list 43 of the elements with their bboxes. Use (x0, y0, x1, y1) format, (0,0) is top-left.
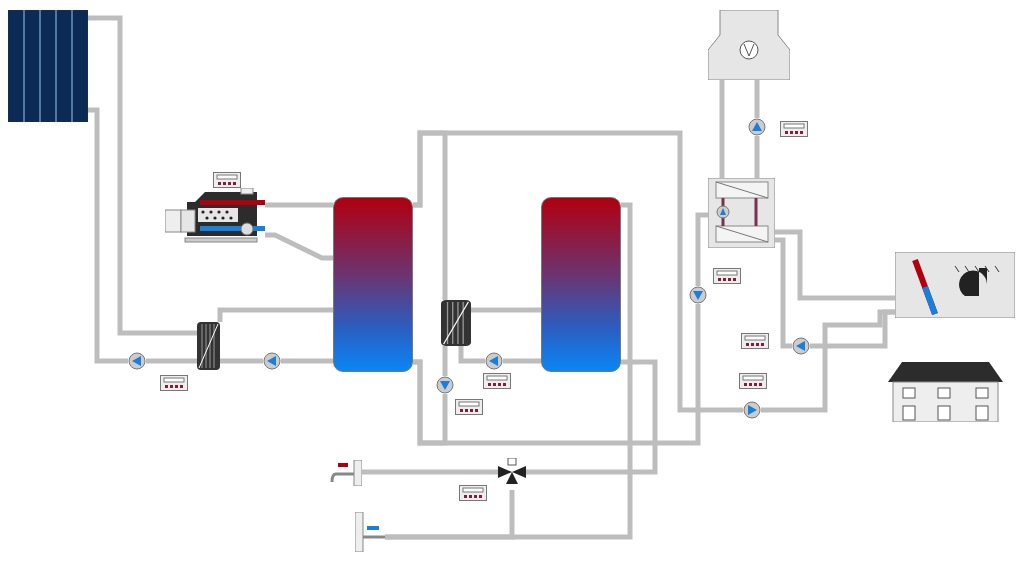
outdoor-unit (708, 10, 790, 80)
solar-collector (8, 10, 88, 122)
pump (792, 337, 810, 355)
pipe (413, 304, 701, 446)
pipe (281, 358, 333, 364)
pipe (775, 229, 895, 301)
pipe (265, 232, 333, 261)
pump (743, 401, 761, 419)
pipe (695, 212, 708, 286)
hot-water-tap (328, 460, 362, 486)
pipe (719, 80, 725, 178)
pump (263, 352, 281, 370)
pipe (88, 107, 128, 364)
pipe (754, 136, 760, 178)
pipe (754, 80, 760, 118)
storage-tank (541, 197, 621, 372)
pipe (526, 359, 658, 475)
pump (689, 286, 707, 304)
pipe (146, 358, 197, 364)
ventilation-unit (895, 252, 1015, 318)
heat-exchanger (197, 322, 220, 370)
pipe (471, 307, 541, 313)
boiler (165, 188, 265, 244)
pump (748, 118, 766, 136)
pump (485, 352, 503, 370)
pipe (362, 469, 498, 475)
pipe (385, 202, 633, 540)
pump (436, 376, 454, 394)
pipe (503, 358, 541, 364)
pipe (217, 307, 333, 322)
cold-water-tap (355, 512, 385, 552)
pipe (88, 15, 197, 336)
heat-pump-unit (708, 178, 775, 248)
pump (128, 352, 146, 370)
pipe (220, 358, 263, 364)
storage-tank (333, 197, 413, 372)
heat-exchanger (441, 300, 471, 346)
pipe (458, 346, 485, 364)
pipe (775, 237, 792, 349)
pipe (442, 346, 448, 376)
pipe (265, 202, 333, 208)
pipe (412, 130, 743, 413)
pipe (810, 309, 895, 349)
